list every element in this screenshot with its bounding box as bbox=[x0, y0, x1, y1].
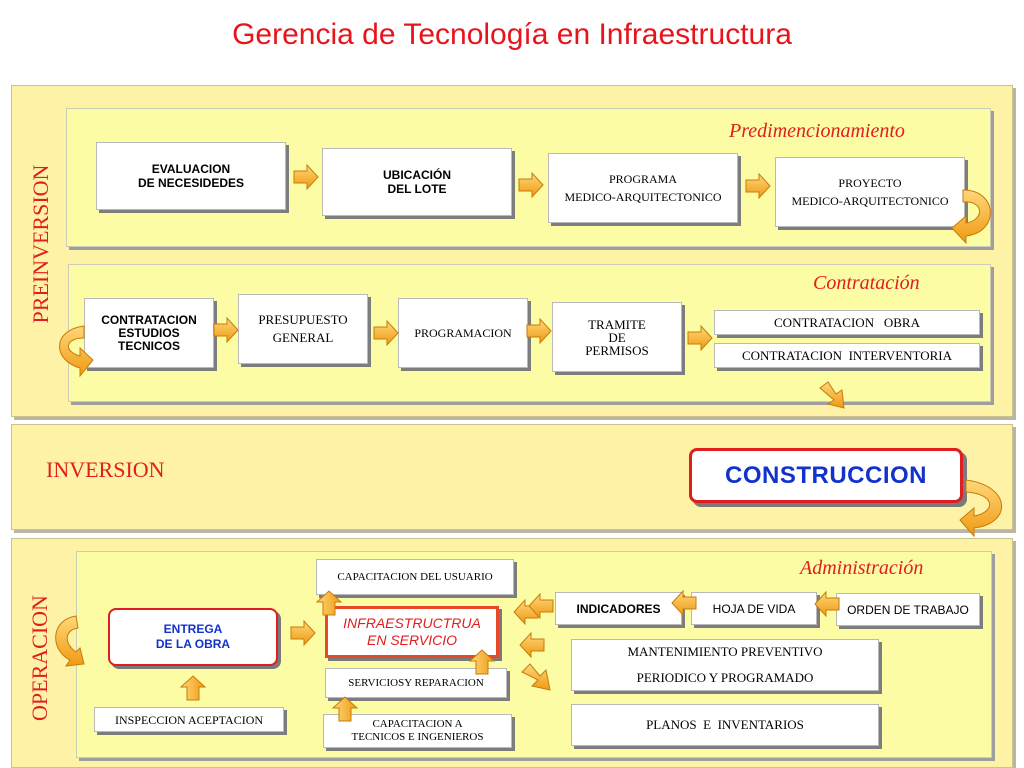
planos-inventarios-box: PLANOS E INVENTARIOS bbox=[571, 704, 879, 746]
entrega-obra-box: ENTREGA DE LA OBRA bbox=[108, 608, 278, 666]
capacitacion-tecnicos-box: CAPACITACION A TECNICOS E INGENIEROS bbox=[323, 714, 512, 748]
arrow-right-icon bbox=[213, 317, 239, 343]
page-title: Gerencia de Tecnología en Infraestructur… bbox=[232, 18, 792, 51]
orden-trabajo-box: ORDEN DE TRABAJO bbox=[836, 593, 980, 626]
diagonal-arrow-icon bbox=[521, 663, 551, 691]
contratacion-interventoria-box: CONTRATACION INTERVENTORIA bbox=[714, 343, 980, 368]
hoja-vida-box: HOJA DE VIDA bbox=[691, 592, 817, 625]
arrow-right-icon bbox=[518, 172, 544, 198]
curve-arrow-icon bbox=[959, 479, 1002, 538]
inversion-label: INVERSION bbox=[46, 457, 165, 482]
programa-medico-box: PROGRAMA MEDICO-ARQUITECTONICO bbox=[548, 153, 738, 223]
arrow-right-icon bbox=[526, 318, 552, 344]
arrow-left-icon bbox=[814, 591, 840, 617]
diagonal-arrow-icon bbox=[819, 381, 845, 409]
curve-arrow-icon bbox=[59, 325, 94, 378]
administracion-label: Administración bbox=[800, 557, 924, 579]
presupuesto-general-box: PRESUPUESTO GENERAL bbox=[238, 294, 368, 364]
ubicacion-lote-box: UBICACIÓN DEL LOTE bbox=[322, 148, 512, 216]
mantenimiento-box: MANTENIMIENTO PREVENTIVO PERIODICO Y PRO… bbox=[571, 639, 879, 691]
programacion-box: PROGRAMACION bbox=[398, 298, 528, 368]
arrow-up-icon bbox=[332, 696, 358, 722]
arrow-right-icon bbox=[745, 173, 771, 199]
evaluacion-necesidades-box: EVALUACION DE NECESIDEDES bbox=[96, 142, 286, 210]
arrow-right-icon bbox=[373, 320, 399, 346]
curve-arrow-icon bbox=[55, 615, 85, 667]
arrow-up-icon bbox=[316, 590, 342, 616]
contratacion-obra-box: CONTRATACION OBRA bbox=[714, 310, 980, 335]
curve-arrow-icon bbox=[951, 189, 991, 245]
inspeccion-aceptacion-box: INSPECCION ACEPTACION bbox=[94, 707, 284, 732]
construccion-box: CONSTRUCCION bbox=[689, 448, 963, 503]
arrow-right-icon bbox=[290, 620, 316, 646]
arrow-right-icon bbox=[293, 164, 319, 190]
arrow-up-icon bbox=[180, 675, 206, 701]
arrow-right-icon bbox=[687, 325, 713, 351]
tramite-permisos-box: TRAMITE DE PERMISOS bbox=[552, 302, 682, 372]
proyecto-medico-box: PROYECTO MEDICO-ARQUITECTONICO bbox=[775, 157, 965, 227]
capacitacion-usuario-box: CAPACITACION DEL USUARIO bbox=[316, 559, 514, 595]
arrow-left-icon bbox=[519, 632, 545, 658]
contratacion-label: Contratación bbox=[813, 272, 920, 294]
infraestructura-servicio-box: INFRAESTRUCTRUA EN SERVICIO bbox=[325, 606, 499, 658]
contratacion-estudios-box: CONTRATACION ESTUDIOS TECNICOS bbox=[84, 298, 214, 368]
arrow-left-icon bbox=[671, 590, 697, 616]
arrow-up-icon bbox=[469, 649, 495, 675]
predimensionamiento-label: Predimencionamiento bbox=[729, 120, 905, 142]
